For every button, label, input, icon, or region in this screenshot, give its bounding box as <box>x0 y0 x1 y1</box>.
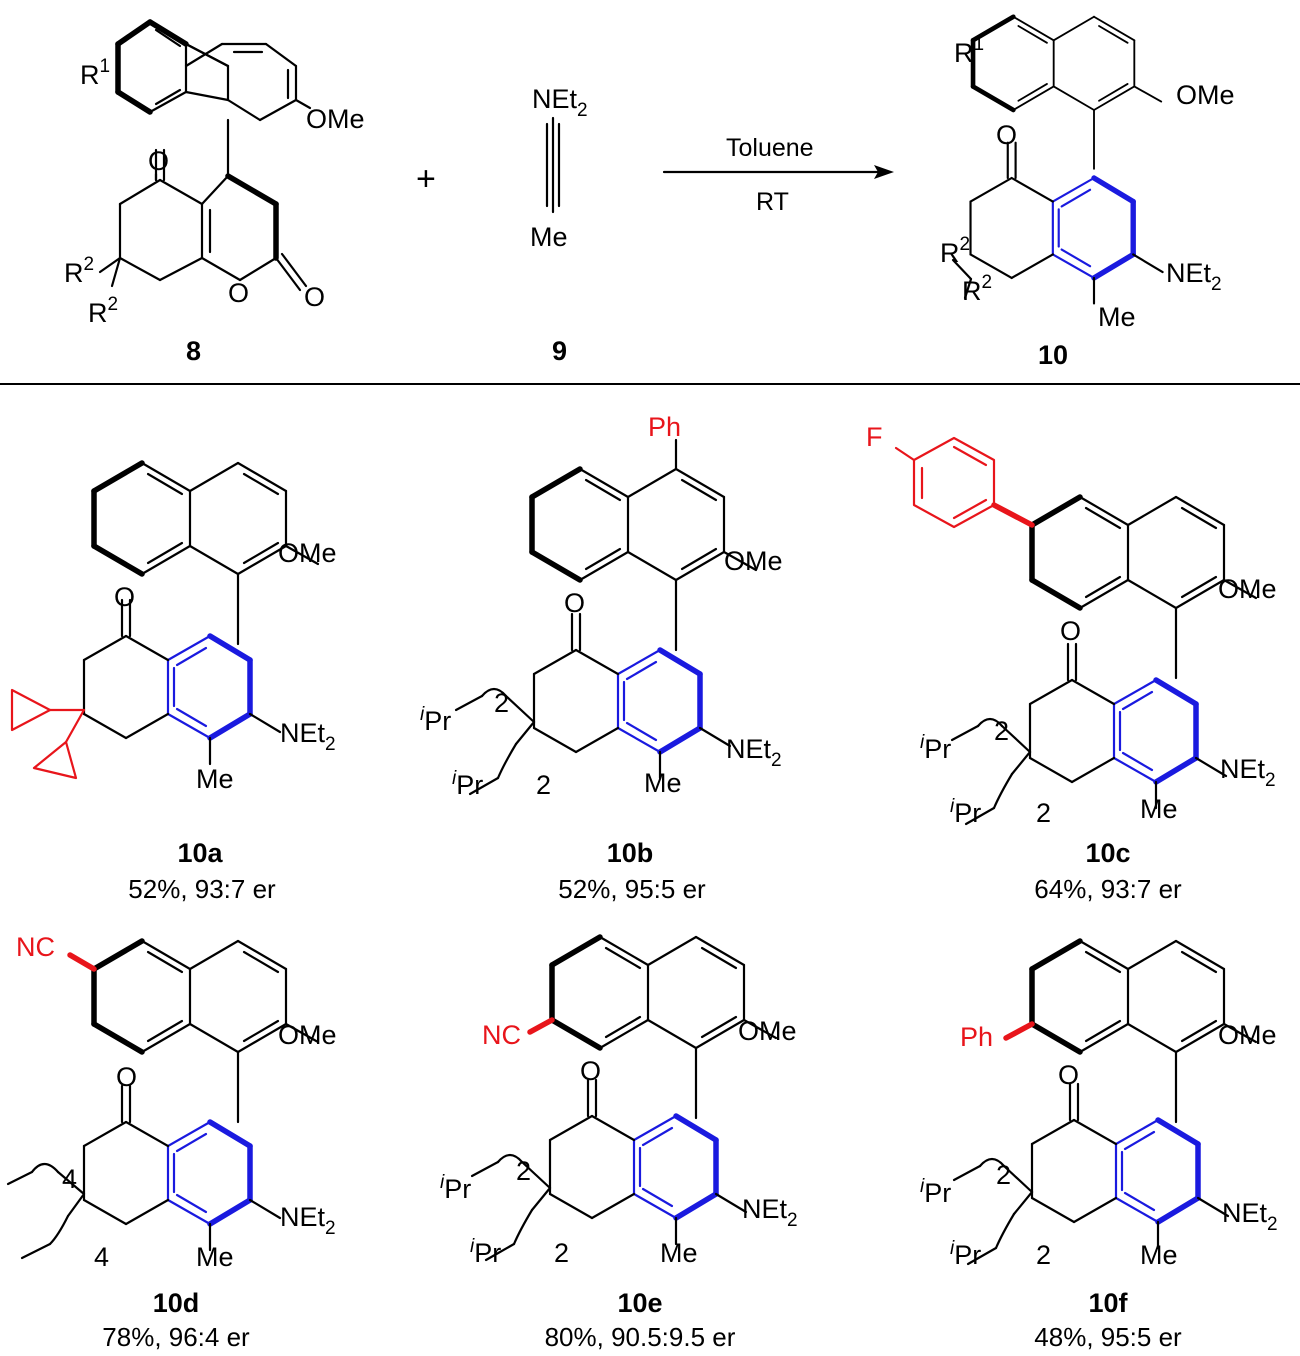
10b-ipr-bottom: iPr <box>452 768 483 800</box>
10b-label: 10b <box>607 838 654 868</box>
reaction-arrow <box>662 165 894 179</box>
10e-ipr-top: iPr <box>440 1172 471 1204</box>
10b-ome: OMe <box>724 546 783 576</box>
product-10 <box>951 17 1163 304</box>
10c-f: F <box>866 422 883 452</box>
product-10e-structure <box>470 937 776 1262</box>
10b-ph: Ph <box>648 412 681 442</box>
product-o-label: O <box>996 120 1017 150</box>
product-ome-label: OMe <box>1176 80 1235 110</box>
10b-net2: NEt2 <box>726 734 782 771</box>
10a-me: Me <box>196 764 234 794</box>
alkyne-9 <box>545 116 561 214</box>
condition-temperature: RT <box>756 188 789 216</box>
10e-two-top: 2 <box>516 1156 531 1186</box>
10c-o: O <box>1060 616 1081 646</box>
10c-yield: 64%, 93:7 er <box>1034 874 1182 904</box>
alkyne-me-label: Me <box>530 222 568 252</box>
ring-o-label: O <box>228 278 249 308</box>
10c-two-bottom: 2 <box>1036 798 1051 828</box>
10c-label: 10c <box>1085 838 1130 868</box>
10e-nc: NC <box>482 1020 521 1050</box>
10f-two-top: 2 <box>996 1160 1011 1190</box>
10d-yield: 78%, 96:4 er <box>102 1322 250 1352</box>
10c-me: Me <box>1140 794 1178 824</box>
10e-ome: OMe <box>738 1016 797 1046</box>
10f-o: O <box>1058 1060 1079 1090</box>
product-r2-bottom: R2 <box>962 272 992 306</box>
reactant-8 <box>98 19 312 292</box>
10f-ipr-bottom: iPr <box>950 1238 981 1270</box>
10b-yield: 52%, 95:5 er <box>558 874 706 904</box>
10c-ipr-bottom: iPr <box>950 796 981 828</box>
ome-label: OMe <box>306 104 365 134</box>
10e-label: 10e <box>617 1288 662 1318</box>
r2-label-top: R2 <box>64 254 94 288</box>
10b-two-top: 2 <box>494 688 509 718</box>
product-r1-label: R1 <box>954 34 984 68</box>
10a-label: 10a <box>177 838 223 868</box>
10e-me: Me <box>660 1238 698 1268</box>
product-10b-structure <box>454 438 756 796</box>
product-me-label: Me <box>1098 302 1136 332</box>
compound-10-label: 10 <box>1038 340 1068 370</box>
10d-ome: OMe <box>278 1020 337 1050</box>
10a-o: O <box>114 582 135 612</box>
product-10d-structure <box>6 941 318 1260</box>
10f-ome: OMe <box>1218 1020 1277 1050</box>
10b-ipr-top: iPr <box>420 704 451 736</box>
product-10c-structure <box>894 436 1256 826</box>
10a-yield: 52%, 93:7 er <box>128 874 276 904</box>
10f-two-bottom: 2 <box>1036 1240 1051 1270</box>
10c-ome: OMe <box>1218 574 1277 604</box>
10f-me: Me <box>1140 1240 1178 1270</box>
10d-net2: NEt2 <box>280 1202 336 1239</box>
10e-ipr-bottom: iPr <box>470 1236 501 1268</box>
10c-two-top: 2 <box>994 716 1009 746</box>
10d-o: O <box>116 1062 137 1092</box>
10d-four-bottom: 4 <box>94 1242 109 1272</box>
product-net2-label: NEt2 <box>1166 258 1222 295</box>
10f-ph: Ph <box>960 1022 993 1052</box>
alkyne-net2-label: NEt2 <box>532 84 588 121</box>
10d-four-top: 4 <box>62 1164 77 1194</box>
product-r2-top: R2 <box>940 234 970 268</box>
r2-label-bottom: R2 <box>88 294 118 328</box>
10e-two-bottom: 2 <box>554 1238 569 1268</box>
10a-ome: OMe <box>278 538 337 568</box>
10b-two-bottom: 2 <box>536 770 551 800</box>
10f-yield: 48%, 95:5 er <box>1034 1322 1182 1352</box>
10a-net2: NEt2 <box>280 718 336 755</box>
10c-net2: NEt2 <box>1220 754 1276 791</box>
r1-label: R1 <box>80 56 110 90</box>
10c-ipr-top: iPr <box>920 732 951 764</box>
10e-o: O <box>580 1056 601 1086</box>
product-10f-structure <box>952 941 1256 1266</box>
compound-8-label: 8 <box>186 336 201 366</box>
product-10a-structure <box>10 463 318 780</box>
plus-sign: + <box>416 160 436 198</box>
lactone-o-label: O <box>304 282 325 312</box>
10d-label: 10d <box>153 1288 200 1318</box>
10d-nc: NC <box>16 932 55 962</box>
10d-me: Me <box>196 1242 234 1272</box>
10e-yield: 80%, 90.5:9.5 er <box>545 1322 736 1352</box>
compound-9-label: 9 <box>552 336 567 366</box>
10f-net2: NEt2 <box>1222 1198 1278 1235</box>
10f-label: 10f <box>1088 1288 1128 1318</box>
10b-me: Me <box>644 768 682 798</box>
ketone-o-label: O <box>148 146 169 176</box>
10f-ipr-top: iPr <box>920 1176 951 1208</box>
condition-solvent: Toluene <box>726 134 814 162</box>
10e-net2: NEt2 <box>742 1194 798 1231</box>
10b-o: O <box>564 588 585 618</box>
